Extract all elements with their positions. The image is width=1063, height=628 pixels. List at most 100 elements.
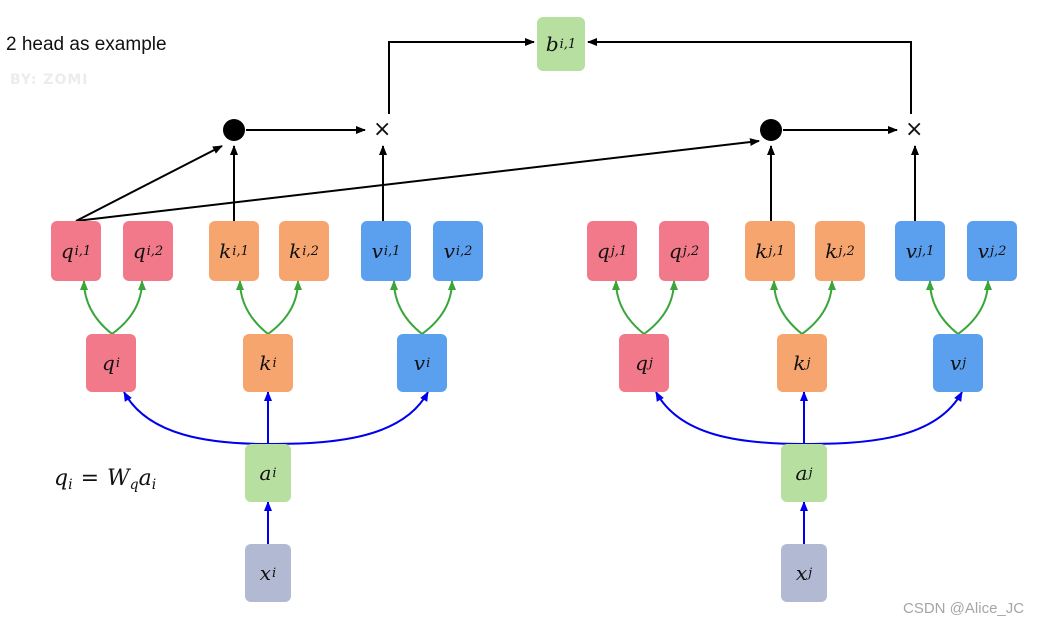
node-subscript: j,1: [917, 243, 935, 259]
query-projection-formula: qi=Wqai: [54, 466, 156, 493]
arrow-kj-to-kj1: [770, 280, 803, 335]
node-label: v: [443, 239, 455, 263]
arrow-qj-to-qj1: [612, 280, 645, 335]
node-subscript: j: [648, 355, 653, 371]
formula-embedding: a: [138, 466, 152, 491]
arrow-qi1-to-dot-right: [75, 138, 760, 222]
node-label: q: [596, 239, 610, 263]
node-label: k: [793, 351, 806, 375]
multiply-node-right: ×: [905, 117, 924, 142]
node-label: q: [60, 239, 74, 263]
node-subscript: i,1: [383, 243, 401, 259]
node-label: a: [259, 461, 272, 485]
author-watermark: BY: ZOMI: [10, 72, 89, 88]
node-subscript: j: [808, 465, 813, 481]
node-subscript: j,2: [989, 243, 1007, 259]
arrow-times-right-to-output: [587, 38, 912, 114]
node-subscript: i,1: [74, 243, 92, 259]
node-subscript: j: [962, 355, 967, 371]
formula-weight: W: [107, 466, 130, 491]
arrow-vi-to-vi2: [421, 280, 456, 335]
node-label: x: [795, 561, 808, 585]
node-subscript: i: [115, 355, 120, 371]
node-label: q: [668, 239, 682, 263]
node-label: v: [371, 239, 383, 263]
node-subscript: i: [272, 465, 277, 481]
arrow-ki-to-ki2: [267, 280, 302, 335]
dot-product-node-left: [223, 119, 245, 141]
arrow-ai-to-qi: [123, 391, 269, 445]
arrow-qi1-to-dot-left: [75, 145, 223, 222]
node-label: k: [259, 351, 272, 375]
arrow-qi-to-qi2: [111, 280, 146, 335]
arrow-qi-to-qi1: [80, 280, 113, 335]
arrow-aj-to-qj: [655, 391, 805, 445]
arrow-vj-to-vj2: [957, 280, 992, 335]
node-subscript: i,2: [455, 243, 473, 259]
node-label: q: [102, 351, 115, 375]
arrow-aj-to-vj: [803, 391, 963, 445]
node-label: v: [905, 239, 917, 263]
node-label: k: [219, 239, 232, 263]
arrow-qj-to-qj2: [643, 280, 678, 335]
arrow-kj-to-kj2: [801, 280, 836, 335]
node-subscript: i,1: [232, 243, 249, 259]
node-label: b: [545, 32, 559, 56]
node-subscript: j: [806, 355, 811, 371]
node-label: a: [795, 461, 808, 485]
node-label: v: [949, 351, 962, 375]
dot-product-node-right: [760, 119, 782, 141]
node-label: k: [289, 239, 302, 263]
node-subscript: j,2: [682, 243, 700, 259]
node-subscript: i: [272, 355, 277, 371]
arrow-times-left-to-output: [388, 38, 535, 114]
multiply-node-left: ×: [373, 117, 392, 142]
node-label: v: [977, 239, 989, 263]
node-subscript: i,2: [302, 243, 319, 259]
source-watermark: CSDN @Alice_JC: [903, 600, 1025, 617]
node-label: x: [259, 561, 272, 585]
formula-equals: =: [80, 466, 100, 491]
formula-weight-subscript: q: [129, 477, 139, 493]
arrow-ai-to-vi: [267, 391, 429, 445]
node-label: k: [825, 239, 838, 263]
node-label: q: [132, 239, 146, 263]
node-subscript: j: [808, 565, 813, 581]
arrow-ki-to-ki1: [236, 280, 269, 335]
node-label: k: [755, 239, 768, 263]
node-subscript: j,1: [610, 243, 628, 259]
diagram-caption: 2 head as example: [6, 34, 167, 55]
formula-lhs: q: [54, 466, 69, 491]
node-label: v: [413, 351, 426, 375]
node-subscript: i,1: [559, 36, 577, 52]
node-subscript: i: [272, 565, 277, 581]
formula-embedding-subscript: i: [151, 477, 157, 493]
node-subscript: i: [426, 355, 431, 371]
node-subscript: j,2: [838, 243, 855, 259]
node-subscript: j,1: [768, 243, 785, 259]
node-subscript: i,2: [146, 243, 164, 259]
